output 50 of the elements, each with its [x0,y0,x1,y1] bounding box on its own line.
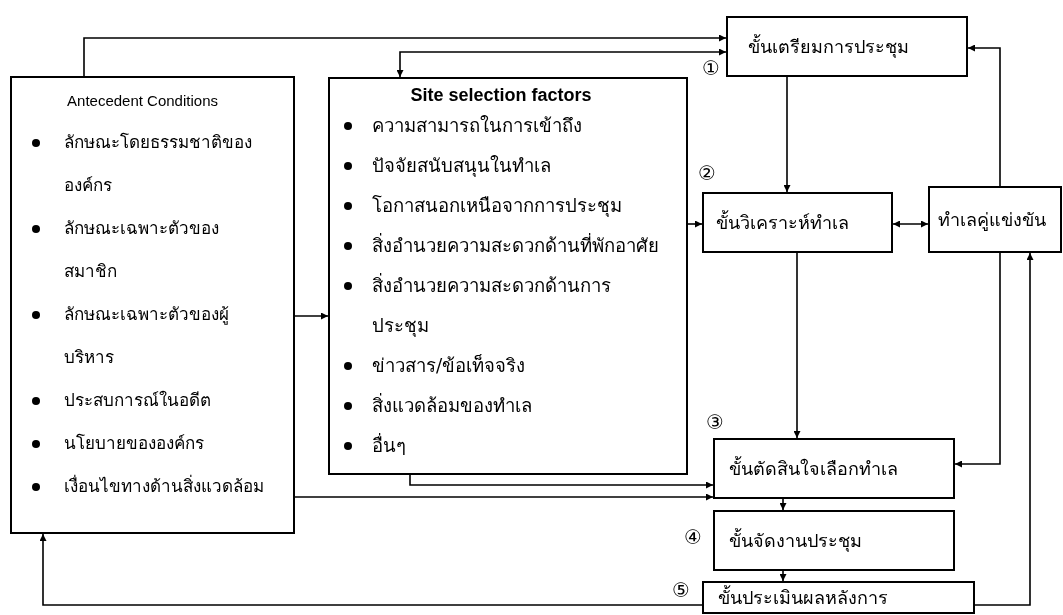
bullet-item: ลักษณะเฉพาะตัวของผู้บริหาร [20,293,265,379]
bullet-item: ข่าวสาร/ข้อเท็จจริง [336,346,666,386]
arrow [974,252,1034,606]
process-box [713,438,955,499]
step-number: ② [698,163,716,183]
arrow [409,474,714,489]
factor-panel [10,76,295,534]
bullet-item: ลักษณะเฉพาะตัวของสมาชิก [20,207,265,293]
arrow [294,312,329,320]
bullet-item: ความสามารถในการเข้าถึง [336,106,666,146]
step-label: ขั้นเตรียมการประชุม [747,33,910,60]
arrow [294,493,714,501]
process-box [702,192,893,253]
bullet-item: สิ่งอำนวยความสะดวกด้านการประชุม [336,266,666,346]
step-label: ขั้นจัดงานประชุม [728,527,863,554]
step-label: ขั้นตัดสินใจเลือกทำเล [728,455,899,481]
process-box [928,186,1062,253]
bullet-item: ลักษณะโดยธรรมชาติขององค์กร [20,121,265,207]
arrow [779,498,787,511]
factor-panel [328,77,688,475]
step-number: ⑤ [672,580,690,600]
process-box [726,16,968,77]
step-number: ① [702,58,720,78]
step-number: ③ [706,412,724,432]
bullet-item: นโยบายขององค์กร [20,422,265,465]
arrow [779,570,787,582]
bullet-item: โอกาสนอกเหนือจากการประชุม [336,186,666,226]
bullet-item: สิ่งอำนวยความสะดวกด้านที่พักอาศัย [336,226,666,266]
bullet-item: ปัจจัยสนับสนุนในทำเล [336,146,666,186]
arrow [783,76,791,193]
arrow [687,220,703,228]
step-label: ขั้นประเมินผลหลังการ [717,584,889,610]
step-label: ทำเลคู่แข่งขัน [938,208,1047,233]
step-label: ขั้นวิเคราะห์ทำเล [715,209,850,235]
bullet-item: สิ่งแวดล้อมของทำเล [336,386,666,426]
arrow [39,533,703,606]
arrow [793,252,801,439]
panel-heading: Antecedent Conditions [67,92,218,109]
arrow [954,252,1001,468]
process-box [702,581,975,614]
bullet-item: ประสบการณ์ในอดีต [20,379,265,422]
arrow [396,48,727,78]
arrow [892,220,929,228]
bullet-item: เงื่อนไขทางด้านสิ่งแวดล้อม [20,465,265,508]
bullet-item: อื่นๆ [336,426,666,466]
arrow [967,44,1001,187]
step-number: ④ [684,527,702,547]
arrow [83,34,727,77]
process-box [713,510,955,571]
panel-heading: Site selection factors [410,85,592,106]
